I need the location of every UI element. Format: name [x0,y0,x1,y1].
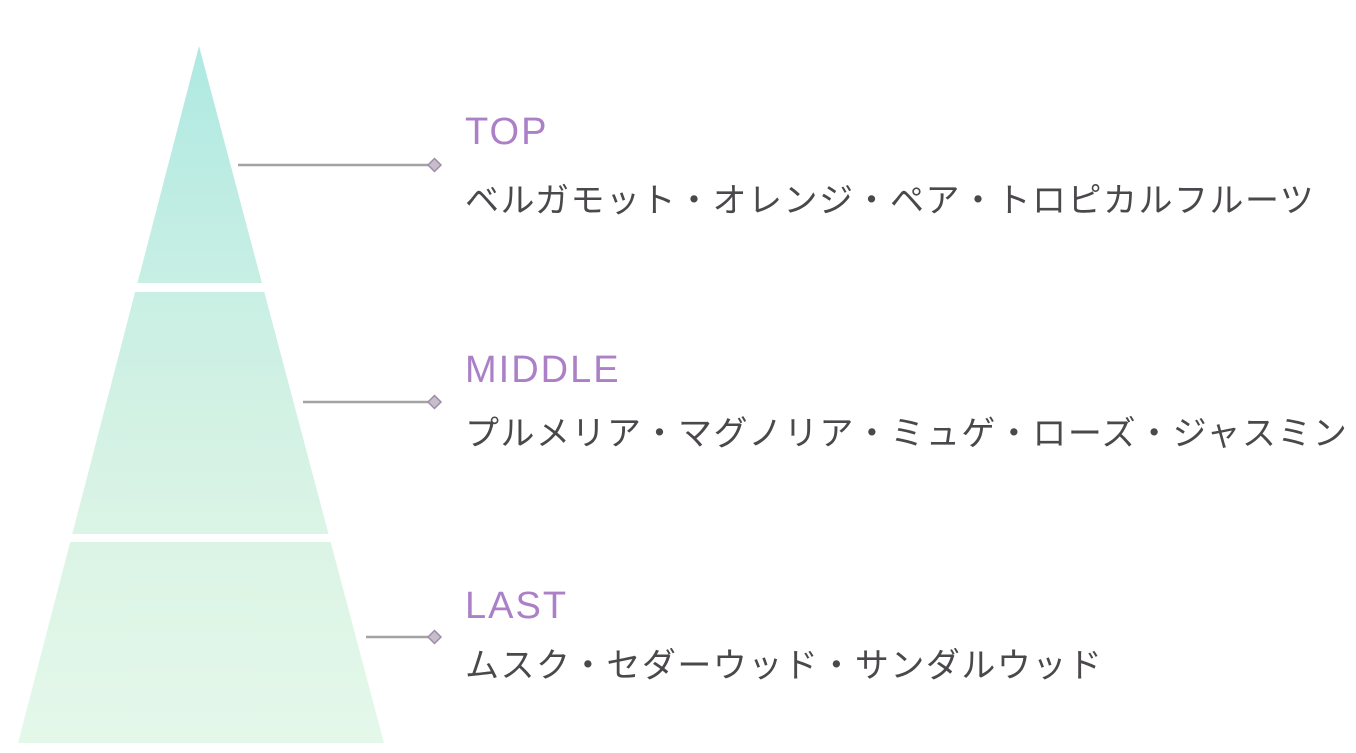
section-label-top: TOP [465,111,549,153]
section-notes-last: ムスク・セダーウッド・サンダルウッド [465,647,1104,685]
connector-last [366,629,443,645]
pyramid-divider-middle-last [0,534,430,542]
connector-top [238,157,443,173]
section-notes-top: ベルガモット・オレンジ・ペア・トロピカルフルーツ [465,182,1316,220]
diamond-marker-icon [426,629,443,645]
section-label-last: LAST [465,585,569,627]
diamond-marker-icon [426,394,443,410]
connector-middle [303,394,443,410]
pyramid-fill [18,46,384,743]
section-label-middle: MIDDLE [465,349,621,391]
diamond-marker-icon [426,157,443,173]
pyramid-divider-top-middle [0,283,420,292]
section-notes-middle: プルメリア・マグノリア・ミュゲ・ローズ・ジャスミン [465,415,1349,453]
